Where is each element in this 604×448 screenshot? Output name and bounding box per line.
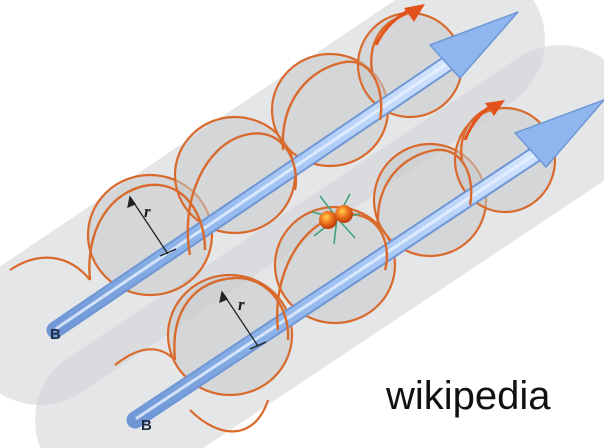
upper-radius-label: r <box>144 202 151 221</box>
lower-radius-label: r <box>238 295 245 314</box>
lower-helix-bottom-loop <box>189 399 270 433</box>
lower-field-arrow <box>126 99 604 429</box>
lower-helix-arrowhead <box>463 100 505 141</box>
source-credit: wikipedia <box>386 374 551 418</box>
lower-radius-marker <box>219 290 267 350</box>
upper-field-arrow <box>46 11 519 339</box>
upper-radius-marker <box>127 195 177 257</box>
upper-helix-tail <box>9 256 91 281</box>
upper-helix-back <box>86 11 464 297</box>
lower-field-label: B <box>141 417 152 434</box>
upper-helix-arrowhead <box>374 4 425 46</box>
upper-field-label: B <box>50 326 61 343</box>
lower-helix-tail <box>114 348 176 366</box>
particle-collision <box>311 193 361 245</box>
